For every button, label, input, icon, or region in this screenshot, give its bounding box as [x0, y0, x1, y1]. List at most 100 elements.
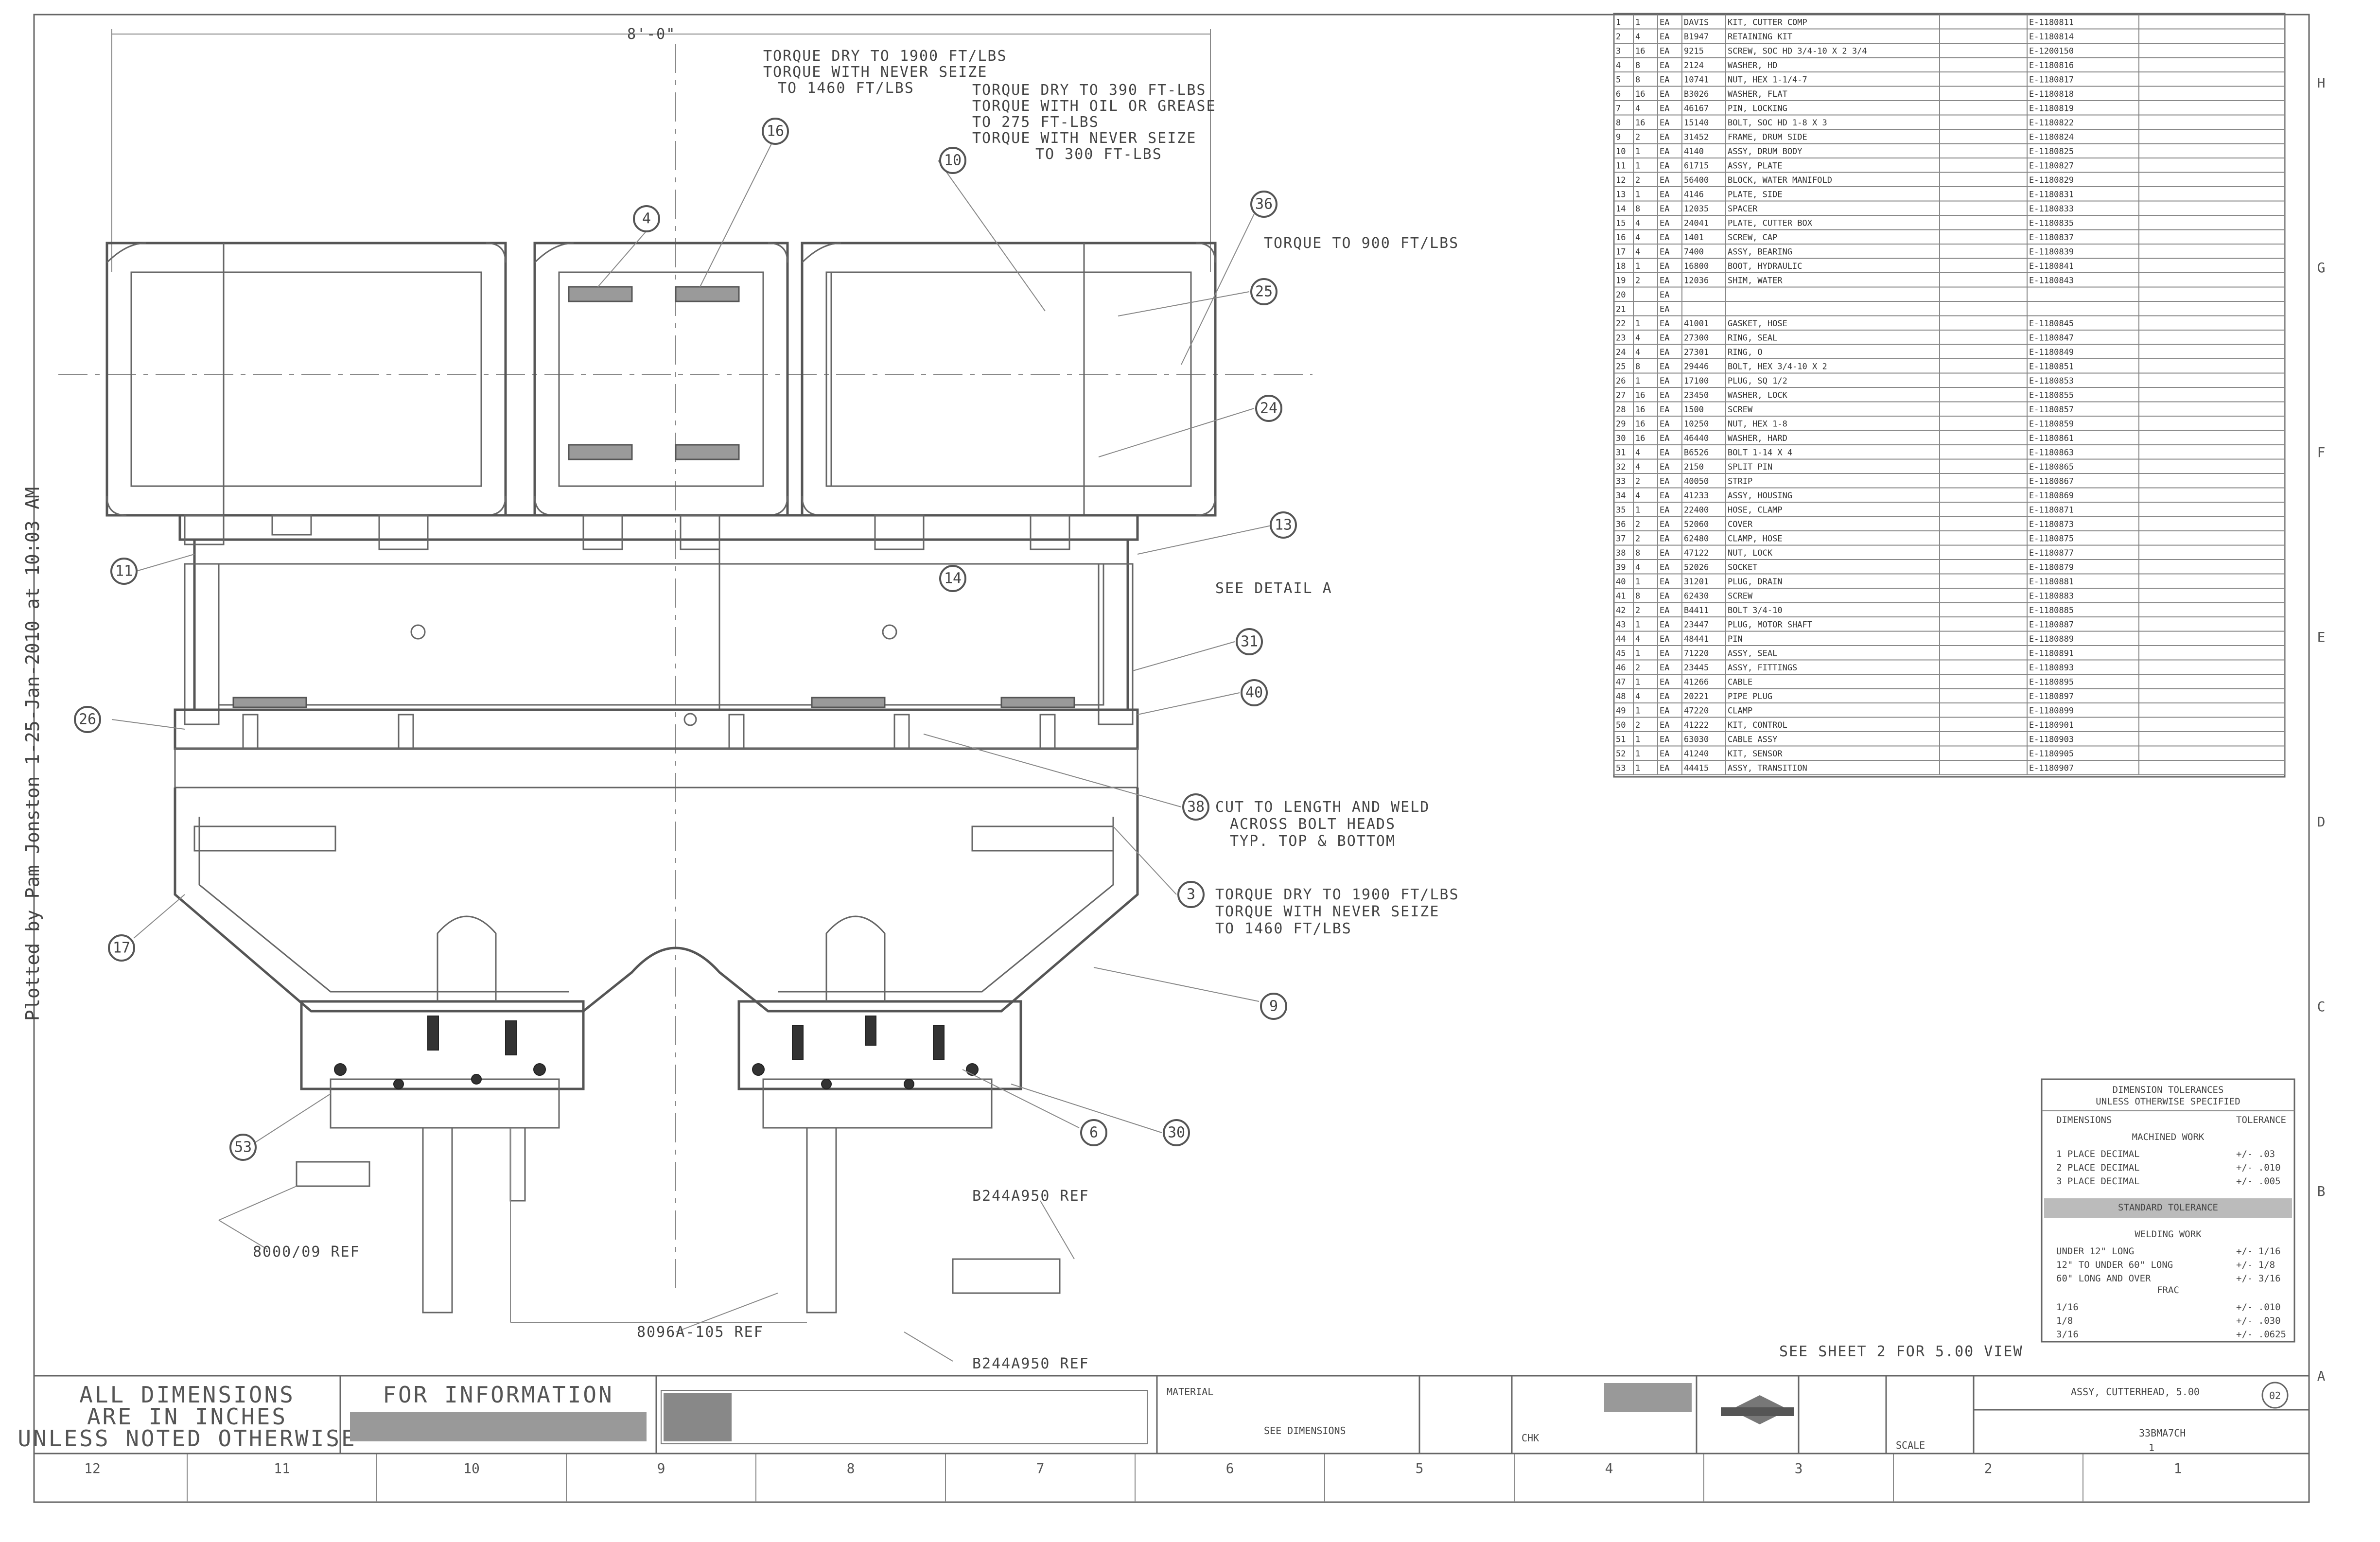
- bom-cell: EA: [1660, 89, 1669, 99]
- bom-cell: E-1180833: [2029, 204, 2074, 214]
- bom-cell: 51: [1616, 735, 1626, 745]
- bom-cell: 7: [1616, 104, 1621, 114]
- bom-cell: 12: [1616, 175, 1626, 185]
- bom-cell: EA: [1660, 32, 1669, 42]
- bom-cell: ASSY, FITTINGS: [1728, 663, 1797, 673]
- chk-label: CHK: [1522, 1432, 1539, 1444]
- bom-cell: EA: [1660, 290, 1669, 300]
- tol-value: +/- 1/16: [2236, 1246, 2281, 1257]
- callout-9: 9: [1260, 993, 1287, 1020]
- callout-13: 13: [1270, 511, 1297, 539]
- bom-cell: 2: [1635, 133, 1640, 142]
- bom-cell: EA: [1660, 434, 1669, 443]
- torque-note-2-line-1: TORQUE DRY TO 390 FT-LBS: [972, 82, 1206, 99]
- bom-cell: E-1180816: [2029, 61, 2074, 70]
- callout-bubble: [229, 1134, 257, 1161]
- bom-cell: ASSY, BEARING: [1728, 247, 1792, 257]
- drum-housing-right: [801, 242, 1217, 517]
- bom-cell: E-1180867: [2029, 477, 2074, 487]
- dims-note-1: ALL DIMENSIONS: [79, 1382, 295, 1408]
- callout-bubble: [633, 205, 660, 232]
- sheet-number: 1: [2149, 1442, 2154, 1454]
- bom-cell: FRAME, DRUM SIDE: [1728, 133, 1807, 142]
- bom-cell: EA: [1660, 592, 1669, 601]
- callout-14: 14: [939, 565, 966, 592]
- bom-cell: PLATE, CUTTER BOX: [1728, 219, 1813, 228]
- bom-cell: KIT, CONTROL: [1728, 720, 1787, 730]
- bom-cell: PLATE, SIDE: [1728, 190, 1783, 200]
- bom-cell: 4: [1635, 104, 1640, 114]
- callout-26: 26: [74, 706, 101, 733]
- callout-bubble: [939, 147, 966, 174]
- bom-cell: 1: [1635, 735, 1640, 745]
- bom-cell: EA: [1660, 563, 1669, 573]
- bom-cell: E-1180845: [2029, 319, 2074, 329]
- bom-cell: 36: [1616, 520, 1626, 529]
- bom-cell: 31201: [1684, 577, 1709, 587]
- bom-cell: EA: [1660, 276, 1669, 286]
- bom-cell: 29: [1616, 420, 1626, 429]
- bom-cell: 1: [1635, 190, 1640, 200]
- bom-cell: E-1180871: [2029, 506, 2074, 515]
- bom-cell: E-1180881: [2029, 577, 2074, 587]
- bom-cell: E-1180879: [2029, 563, 2074, 573]
- torque-note-1-line-3: TO 1460 FT/LBS: [778, 80, 914, 97]
- callout-number: 10: [944, 152, 962, 169]
- callout-number: 17: [113, 940, 130, 957]
- bom-cell: EA: [1660, 376, 1669, 386]
- bom-cell: EA: [1660, 147, 1669, 157]
- callout-number: 13: [1275, 517, 1292, 534]
- bom-cell: EA: [1660, 462, 1669, 472]
- bom-cell: EA: [1660, 634, 1669, 644]
- callout-bubble: [1241, 679, 1268, 706]
- bom-cell: PLUG, SQ 1/2: [1728, 376, 1787, 386]
- tol-value: +/- .030: [2236, 1315, 2281, 1326]
- bom-cell: EA: [1660, 305, 1669, 315]
- bom-cell: E-1180819: [2029, 104, 2074, 114]
- callout-number: 4: [642, 210, 651, 228]
- bom-cell: 16: [1635, 47, 1645, 56]
- zone-number: 8: [847, 1460, 855, 1476]
- bom-cell: 61715: [1684, 161, 1709, 171]
- bom-cell: 50: [1616, 720, 1626, 730]
- tol-value: +/- .010: [2236, 1162, 2281, 1173]
- bom-cell: 2: [1635, 477, 1640, 487]
- bom-cell: EA: [1660, 262, 1669, 271]
- bom-cell: 34: [1616, 491, 1626, 501]
- bom-cell: ASSY, TRANSITION: [1728, 764, 1807, 773]
- bom-cell: 1401: [1684, 233, 1704, 243]
- bom-cell: E-1180891: [2029, 649, 2074, 659]
- bom-cell: 63030: [1684, 735, 1709, 745]
- callout-30: 30: [1163, 1119, 1190, 1146]
- bom-cell: 4140: [1684, 147, 1704, 157]
- for-information-stamp: FOR INFORMATION: [383, 1382, 613, 1408]
- bom-cell: E-1180893: [2029, 663, 2074, 673]
- bom-cell: GASKET, HOSE: [1728, 319, 1787, 329]
- callout-bubble: [1163, 1119, 1190, 1146]
- bom-cell: ASSY, DRUM BODY: [1728, 147, 1802, 157]
- callout-bubble: [74, 706, 101, 733]
- tol-dim: 3 PLACE DECIMAL: [2056, 1176, 2140, 1187]
- bom-cell: EA: [1660, 720, 1669, 730]
- bom-cell: WASHER, FLAT: [1728, 89, 1787, 99]
- torque-note-3: TORQUE TO 900 FT/LBS: [1264, 235, 1459, 252]
- bom-cell: 11: [1616, 161, 1626, 171]
- bom-cell: 16: [1635, 405, 1645, 415]
- callout-25: 25: [1250, 278, 1278, 305]
- bom-cell: EA: [1660, 577, 1669, 587]
- tol-sec-weld: WELDING WORK: [2135, 1229, 2202, 1240]
- bom-cell: EA: [1660, 161, 1669, 171]
- bom-cell: EA: [1660, 448, 1669, 458]
